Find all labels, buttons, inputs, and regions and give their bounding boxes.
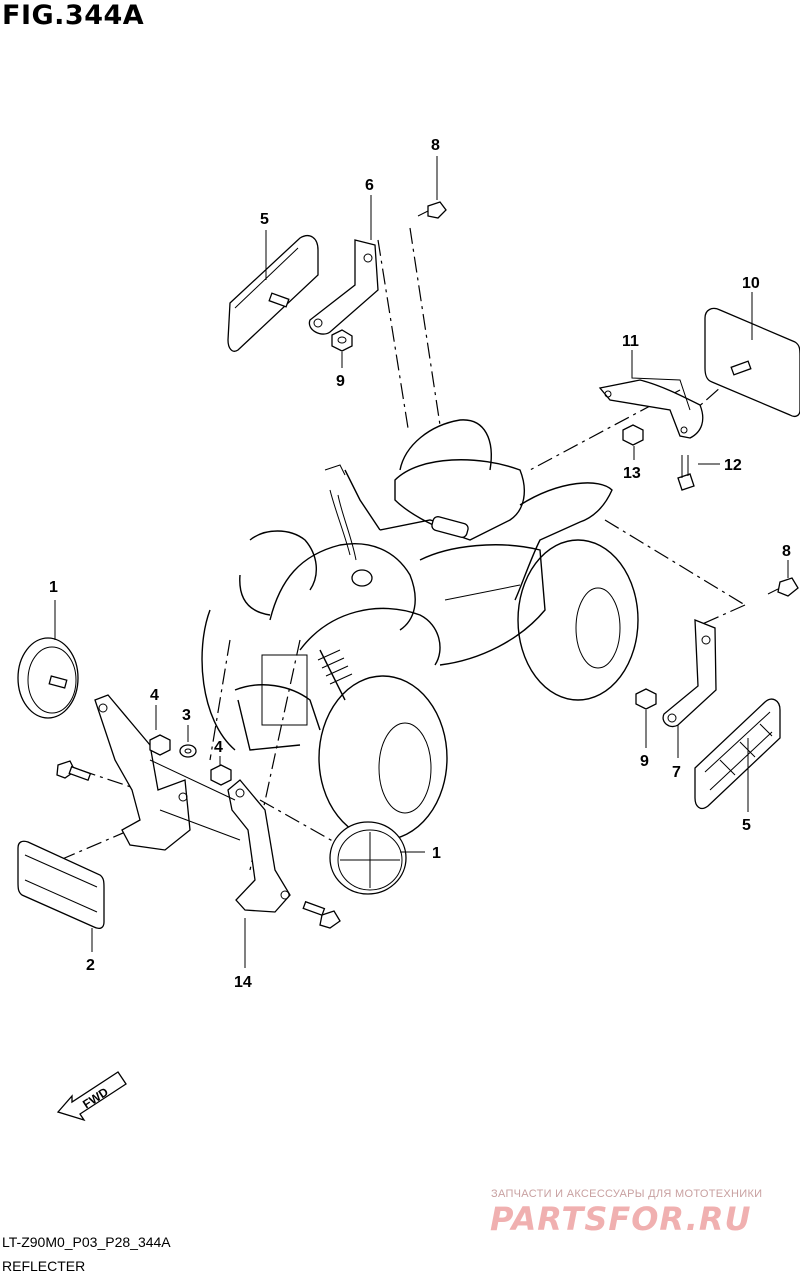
callout-6: 6 (365, 177, 374, 194)
bolt-lower (302, 900, 341, 929)
bolt-12 (677, 455, 695, 491)
callout-10: 10 (742, 275, 760, 292)
bolt-8-upper (417, 201, 447, 219)
atv-body (201, 419, 639, 841)
section-name: REFLECTER (2, 1258, 86, 1274)
callout-5-lower: 5 (742, 817, 751, 834)
nut-9-lower (635, 688, 657, 710)
leader-lines (54, 156, 789, 968)
nut-4-b (210, 764, 232, 786)
bracket-11 (598, 379, 704, 439)
model-code: LT-Z90M0_P03_P28_344A (2, 1234, 171, 1250)
reflector-rear-right (704, 307, 800, 417)
nut-13 (622, 424, 644, 446)
assembly-lines (59, 227, 746, 871)
reflector-round-left (17, 637, 79, 719)
nut-9-upper (331, 329, 353, 352)
reflector-rear-left (227, 235, 319, 352)
callout-14: 14 (234, 974, 252, 991)
callout-9-upper: 9 (336, 373, 345, 390)
bolt-left (56, 760, 92, 782)
washer-3 (179, 744, 197, 758)
callout-13: 13 (623, 465, 641, 482)
callout-11: 11 (622, 333, 639, 350)
callout-5-upper: 5 (260, 211, 269, 228)
watermark-logo: PARTSFOR.RU (490, 1200, 752, 1238)
reflector-front-right (694, 698, 781, 810)
callout-1-right: 1 (432, 845, 441, 862)
callout-4-a: 4 (150, 687, 159, 704)
callout-4-b: 4 (214, 739, 223, 756)
bracket-7 (662, 619, 717, 728)
reflector-round-right (329, 821, 407, 895)
callout-8-upper: 8 (431, 137, 440, 154)
watermark-tagline: ЗАПЧАСТИ И АКСЕССУАРЫ ДЛЯ МОТОТЕХНИКИ (491, 1188, 763, 1200)
callout-9-lower: 9 (640, 753, 649, 770)
callout-2: 2 (86, 957, 95, 974)
bracket-6 (308, 239, 379, 335)
nut-4-a (149, 734, 171, 756)
callout-7: 7 (672, 764, 681, 781)
callout-1-left: 1 (49, 579, 58, 596)
bolt-8-lower (767, 577, 799, 597)
figure-title: FIG.344A (2, 0, 145, 31)
bracket-14 (94, 694, 291, 913)
callout-8-lower: 8 (782, 543, 791, 560)
callout-3: 3 (182, 707, 191, 724)
callout-12: 12 (724, 457, 742, 474)
callout-labels: 8 6 5 9 10 11 13 12 8 9 7 5 1 4 3 4 1 2 … (49, 137, 791, 991)
fwd-arrow: FWD (56, 1071, 127, 1122)
reflector-front-left (17, 840, 105, 929)
